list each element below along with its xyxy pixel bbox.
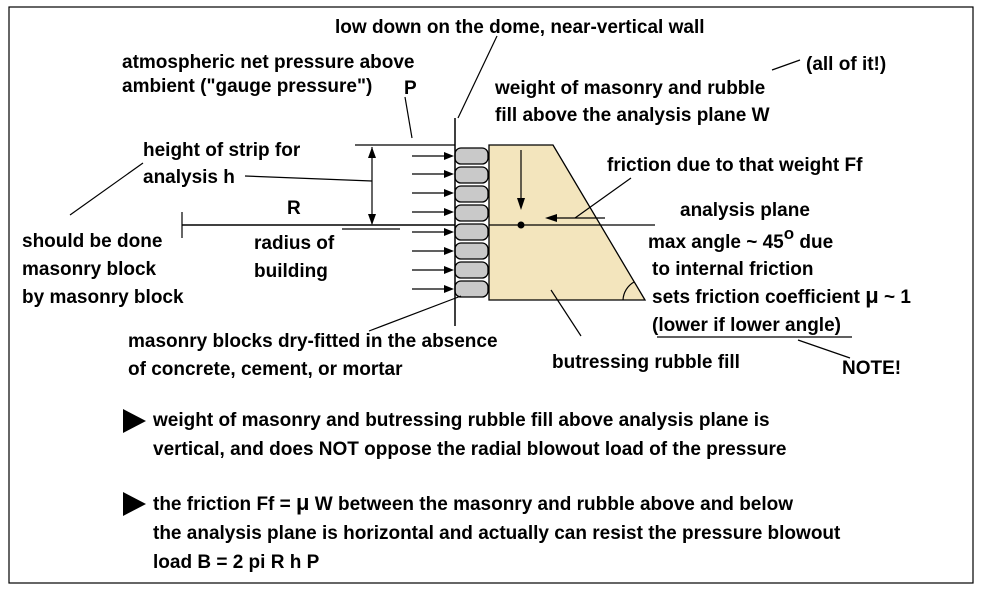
masonry-block	[454, 204, 489, 222]
bullet-1-line-1: weight of masonry and butressing rubble …	[152, 410, 770, 431]
internal-friction-label: to internal friction	[652, 259, 814, 280]
masonry-block	[454, 242, 489, 260]
rubble-fill-label: butressing rubble fill	[552, 352, 740, 373]
leader-dry-fitted	[368, 295, 462, 332]
pressure-arrow-head	[444, 208, 454, 216]
block-by-block-label-1: should be done	[22, 231, 162, 252]
bullet-2-line-2: the analysis plane is horizontal and act…	[153, 523, 841, 544]
masonry-block	[454, 280, 489, 298]
max-angle-label: max angle ~ 45o due	[648, 224, 833, 253]
lower-angle-label: (lower if lower angle)	[652, 315, 841, 336]
analysis-plane-label: analysis plane	[680, 200, 810, 221]
max-angle-prefix: max angle ~ 45	[648, 232, 784, 253]
strip-height-label-2: analysis h	[143, 167, 235, 188]
pressure-arrows	[412, 152, 454, 293]
weight-label-2: fill above the analysis plane W	[495, 105, 770, 126]
degree-symbol: o	[784, 224, 794, 243]
pressure-arrow-head	[444, 170, 454, 178]
leader-wall-note	[457, 35, 498, 119]
masonry-block	[454, 261, 489, 279]
block-by-block-label-2: masonry block	[22, 259, 157, 280]
all-of-it-label: (all of it!)	[806, 54, 886, 75]
pressure-arrow-head	[444, 285, 454, 293]
rubble-fill-shape	[488, 144, 647, 301]
leader-all-of-it	[771, 59, 801, 71]
center-dot	[517, 221, 525, 229]
leader-rubble-fill	[550, 289, 582, 337]
wall-note-label: low down on the dome, near-vertical wall	[335, 17, 705, 38]
dimension-arrow-head	[368, 147, 376, 158]
radius-of-label-1: radius of	[254, 233, 335, 254]
friction-coefficient-label: sets friction coefficient μ ~ 1	[652, 283, 911, 308]
angle-arc	[622, 281, 635, 301]
leader-block-by-block	[69, 162, 144, 216]
masonry-block	[454, 223, 489, 241]
masonry-block	[454, 147, 489, 165]
pressure-symbol: P	[404, 78, 417, 99]
gauge-pressure-label-1: atmospheric net pressure above	[122, 52, 415, 73]
leader-strip-height	[244, 175, 373, 182]
friction-arrow-head	[545, 214, 557, 222]
leader-note	[797, 339, 851, 359]
pressure-arrow-head	[444, 247, 454, 255]
masonry-block	[454, 185, 489, 203]
dry-fitted-label-1: masonry blocks dry-fitted in the absence	[128, 331, 498, 352]
pressure-arrow-head	[444, 266, 454, 274]
leader-friction-weight	[574, 177, 632, 219]
friction-coefficient-suffix: ~ 1	[879, 287, 912, 308]
bullet-1-line-2: vertical, and does NOT oppose the radial…	[153, 439, 786, 460]
dry-fitted-label-2: of concrete, cement, or mortar	[128, 359, 403, 380]
gauge-pressure-label-2: ambient ("gauge pressure")	[122, 76, 372, 97]
mu-symbol: μ	[296, 490, 309, 515]
block-by-block-label-3: by masonry block	[22, 287, 184, 308]
pressure-arrow-head	[444, 189, 454, 197]
bullet-2-line-3: load B = 2 pi R h P	[153, 552, 320, 573]
bullet-triangle-icon	[123, 409, 146, 433]
mu-symbol: μ	[865, 283, 878, 308]
friction-weight-label: friction due to that weight Ff	[607, 155, 863, 176]
leader-pressure	[404, 96, 413, 139]
masonry-blocks	[454, 147, 489, 298]
bullet-2-suffix: W between the masonry and rubble above a…	[310, 494, 794, 515]
weight-label-1: weight of masonry and rubble	[494, 78, 765, 99]
max-angle-suffix: due	[794, 232, 833, 253]
pressure-arrow-head	[444, 228, 454, 236]
weight-arrow-head	[517, 198, 525, 210]
bullet-triangle-icon	[123, 492, 146, 516]
dimension-arrow-head	[368, 214, 376, 225]
masonry-block	[454, 166, 489, 184]
note-label: NOTE!	[842, 358, 901, 379]
strip-height-label-1: height of strip for	[143, 140, 301, 161]
pressure-arrow-head	[444, 152, 454, 160]
friction-coefficient-prefix: sets friction coefficient	[652, 287, 865, 308]
bullet-2-prefix: the friction Ff =	[153, 494, 296, 515]
radius-symbol: R	[287, 198, 301, 219]
bullet-2-line-1: the friction Ff = μ W between the masonr…	[153, 490, 793, 515]
radius-of-label-2: building	[254, 261, 328, 282]
diagram-frame	[8, 6, 974, 584]
